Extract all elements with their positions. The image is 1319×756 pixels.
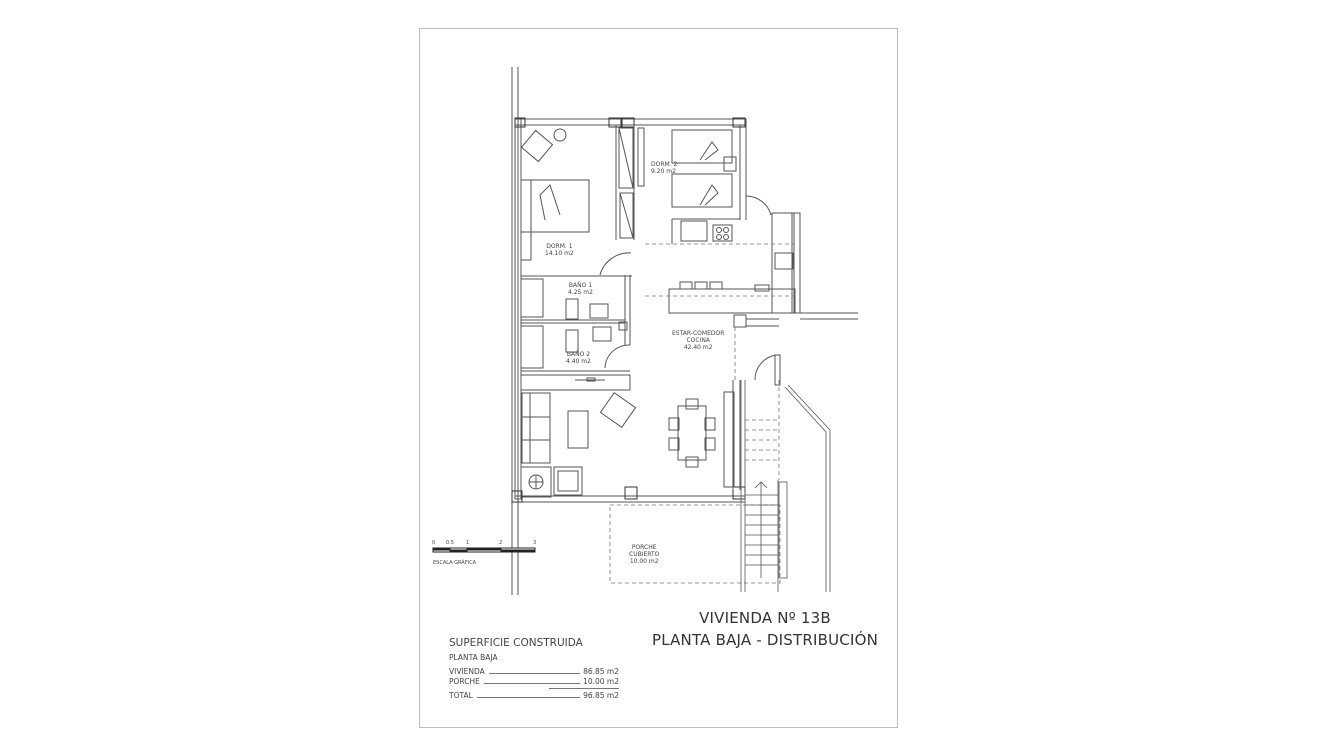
summary-heading: SUPERFICIE CONSTRUIDA bbox=[449, 637, 583, 649]
drawing-sheet bbox=[419, 28, 898, 728]
room-name: BAÑO 1 bbox=[568, 282, 593, 289]
room-bano-1: BAÑO 1 4.25 m2 bbox=[568, 282, 593, 296]
scale-tick-3: 3 bbox=[533, 540, 537, 546]
room-name: ESTAR-COMEDOR bbox=[672, 330, 725, 337]
title-line-2: PLANTA BAJA - DISTRIBUCIÓN bbox=[651, 631, 879, 649]
room-area: 10.00 m2 bbox=[629, 558, 659, 565]
row-label: PORCHE bbox=[449, 677, 480, 686]
room-name: BAÑO 2 bbox=[566, 351, 591, 358]
room-name: DORM. 2 bbox=[651, 161, 678, 168]
scale-tick-2: 2 bbox=[499, 540, 503, 546]
room-name-2: COCINA bbox=[686, 337, 710, 344]
summary-row-vivienda: VIVIENDA 86.85 m2 bbox=[449, 667, 619, 677]
title-line-1: VIVIENDA Nº 13B bbox=[699, 609, 831, 627]
room-name-2: CUBIERTO bbox=[629, 551, 660, 558]
room-name: PORCHE bbox=[631, 544, 657, 551]
leader-line bbox=[476, 697, 581, 698]
room-area: 4.25 m2 bbox=[568, 289, 593, 296]
room-area: 9.20 m2 bbox=[651, 168, 676, 175]
scale-tick-1: 1 bbox=[466, 540, 470, 546]
room-estar-comedor-cocina: ESTAR-COMEDOR COCINA 42.40 m2 bbox=[672, 330, 724, 351]
scale-label: ESCALA GRÁFICA bbox=[433, 560, 476, 566]
row-value: 10.00 m2 bbox=[583, 677, 619, 686]
scale-tick-0.5: 0.5 bbox=[446, 540, 454, 546]
scale-bar bbox=[432, 547, 536, 553]
room-name: DORM. 1 bbox=[546, 243, 573, 250]
leader-line bbox=[488, 673, 581, 674]
row-value: 96.85 m2 bbox=[583, 691, 619, 700]
room-dorm-1: DORM. 1 14.10 m2 bbox=[545, 243, 574, 257]
row-label: VIVIENDA bbox=[449, 667, 485, 676]
scale-tick-0: 0 bbox=[432, 540, 436, 546]
summary-subheading: PLANTA BAJA bbox=[449, 653, 498, 662]
drawing-title: VIVIENDA Nº 13B PLANTA BAJA - DISTRIBUCI… bbox=[640, 607, 890, 651]
room-area: 42.40 m2 bbox=[683, 344, 713, 351]
row-label: TOTAL bbox=[449, 691, 473, 700]
room-area: 4.40 m2 bbox=[566, 358, 591, 365]
room-area: 14.10 m2 bbox=[545, 250, 574, 257]
summary-row-total: TOTAL 96.85 m2 bbox=[449, 691, 619, 701]
room-porche-cubierto: PORCHE CUBIERTO 10.00 m2 bbox=[629, 544, 659, 565]
room-dorm-2: DORM. 2 9.20 m2 bbox=[651, 161, 677, 175]
leader-line bbox=[483, 683, 581, 684]
sum-separator bbox=[549, 688, 619, 689]
room-bano-2: BAÑO 2 4.40 m2 bbox=[566, 351, 591, 365]
row-value: 86.85 m2 bbox=[583, 667, 619, 676]
summary-row-porche: PORCHE 10.00 m2 bbox=[449, 677, 619, 687]
surface-summary: SUPERFICIE CONSTRUIDA PLANTA BAJA VIVIEN… bbox=[449, 637, 619, 701]
